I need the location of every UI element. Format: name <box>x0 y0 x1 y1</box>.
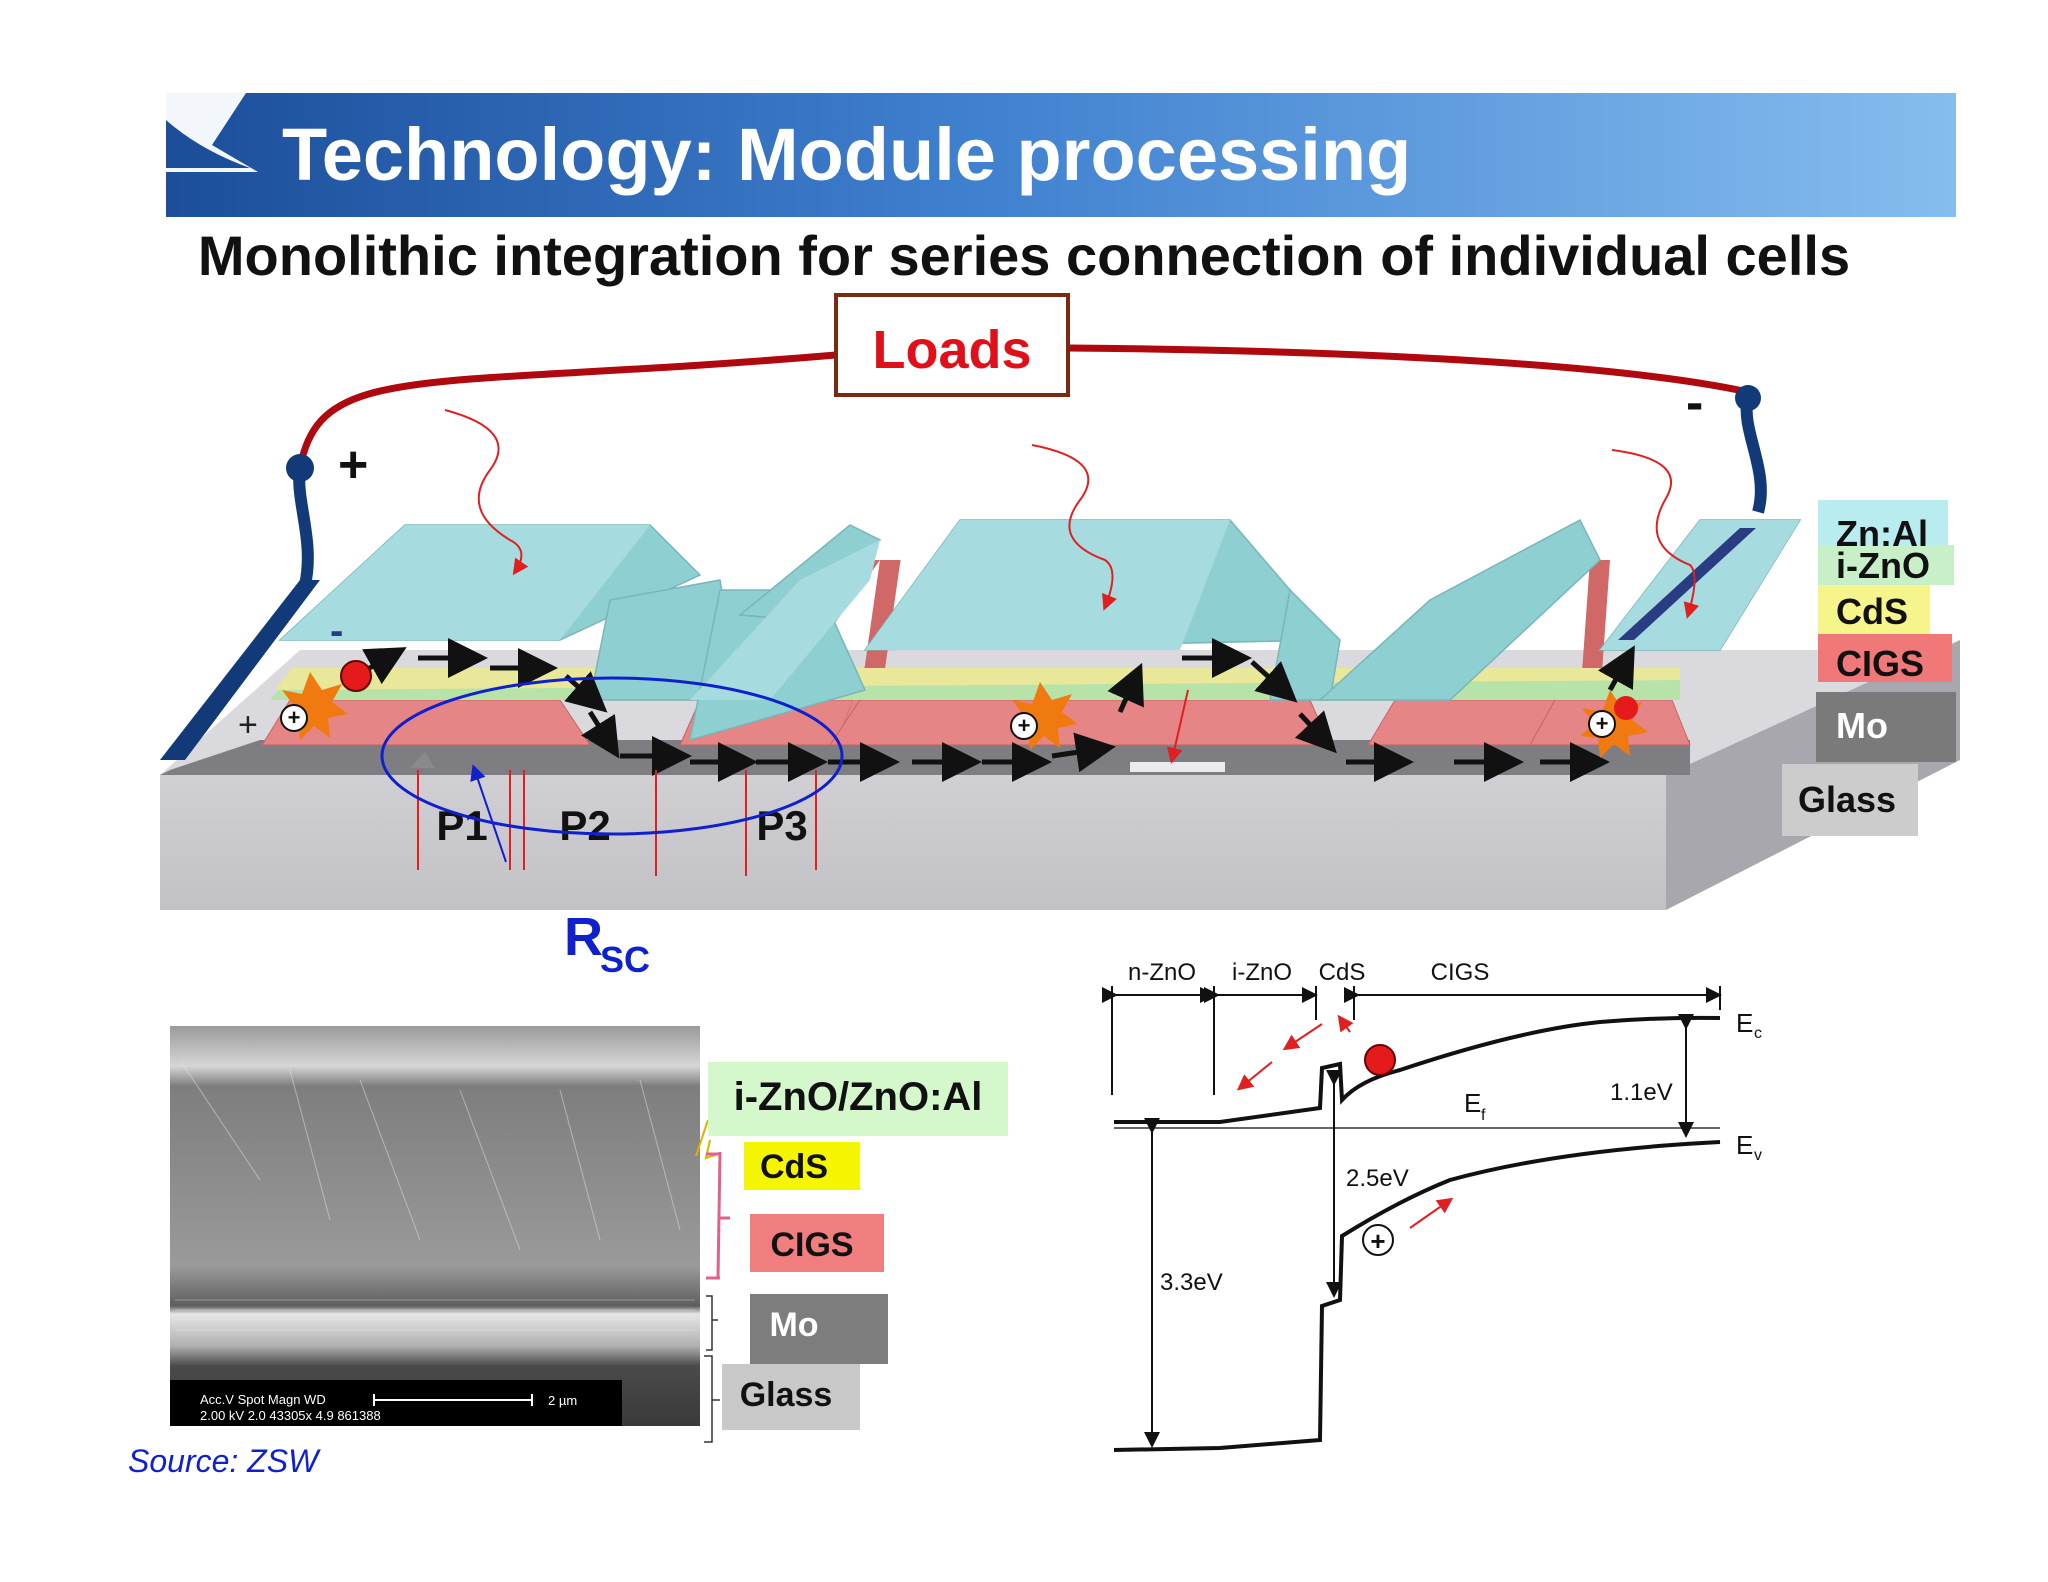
rsc-label: R <box>564 907 603 967</box>
band-region-n-zno: n-ZnO <box>1128 959 1196 986</box>
svg-text:+: + <box>288 705 301 730</box>
sem-info-line2: 2.00 kV 2.0 43305x 4.9 861388 <box>200 1408 381 1423</box>
svg-text:+: + <box>1370 1226 1385 1256</box>
load-circuit: Loads + - <box>286 293 1767 587</box>
page-subtitle: Monolithic integration for series connec… <box>198 224 1850 287</box>
sem-label-mo <box>750 1294 888 1364</box>
sem-scale-label: 2 µm <box>548 1393 577 1408</box>
sem-label-glass <box>722 1364 860 1430</box>
light-rays <box>444 409 1700 764</box>
sem-label-zno-text: i-ZnO/ZnO:Al <box>734 1075 983 1119</box>
minus-terminal <box>1735 385 1761 411</box>
load-box <box>834 293 1070 397</box>
gap-zno-label: 3.3eV <box>1160 1269 1223 1296</box>
legend-zno-al-label: Zn:Al <box>1836 513 1928 554</box>
zno-top-faces <box>280 520 1800 700</box>
hole-icon <box>1362 1224 1394 1256</box>
ef-label: E <box>1464 1088 1481 1118</box>
svg-text:+: + <box>1018 713 1031 738</box>
band-diagram: n-ZnO i-ZnO CdS CIGS 1.1eV 2.5eV 3.3eV E… <box>1102 959 1762 1452</box>
band-region-cds: CdS <box>1319 959 1366 986</box>
terminal-minus-sign: - <box>1686 374 1703 432</box>
ev-subscript: v <box>1754 1147 1762 1164</box>
sem-label-cds-text: CdS <box>760 1148 828 1186</box>
scribe-markers: P1 P2 P3 R SC <box>380 676 844 980</box>
sem-label-mo-text: Mo <box>769 1306 818 1344</box>
sem-micrograph: Acc.V Spot Magn WD 2.00 kV 2.0 43305x 4.… <box>170 1026 700 1426</box>
rsc-subscript: SC <box>600 939 650 980</box>
sem-label-glass-text: Glass <box>740 1376 833 1414</box>
conduction-band <box>1114 1015 1721 1124</box>
source-caption: Source: ZSW <box>128 1443 321 1479</box>
legend-mo <box>1816 692 1956 762</box>
legend-mo-label: Mo <box>1836 705 1888 746</box>
ef-subscript: f <box>1481 1107 1486 1124</box>
terminal-plus-sign: + <box>338 436 368 494</box>
scribe-p2-label: P2 <box>559 802 610 849</box>
legend-glass <box>1782 764 1918 836</box>
gap-cds-label: 2.5eV <box>1346 1165 1409 1192</box>
sem-info-line1: Acc.V Spot Magn WD <box>200 1392 326 1407</box>
header-bar: Technology: Module processing <box>166 93 1956 217</box>
valence-band <box>1113 1140 1721 1452</box>
sem-label-cds <box>744 1142 860 1190</box>
legend-cigs <box>1818 634 1952 682</box>
ec-label: E <box>1736 1008 1753 1038</box>
layer-legend: Zn:Al i-ZnO CdS CIGS Mo Glass <box>1782 500 1956 836</box>
svg-text:+: + <box>1596 711 1609 736</box>
band-region-cigs: CIGS <box>1431 959 1490 986</box>
sem-label-cigs-text: CIGS <box>770 1226 853 1264</box>
sem-label-cigs <box>750 1214 884 1272</box>
cell-minus-sign: - <box>330 609 343 653</box>
rsc-ellipse <box>380 676 844 836</box>
plus-terminal <box>286 454 314 482</box>
carrier-generation: + + + + - <box>238 609 1648 758</box>
ev-label: E <box>1736 1130 1753 1160</box>
legend-glass-label: Glass <box>1798 779 1896 820</box>
electron-icon <box>1614 696 1638 720</box>
gap-cigs-label: 1.1eV <box>1610 1079 1673 1106</box>
ec-subscript: c <box>1754 1025 1762 1042</box>
load-label: Loads <box>872 320 1031 380</box>
current-flow-arrows <box>362 638 1635 782</box>
photon-burst-icon <box>280 672 348 740</box>
legend-i-zno-label: i-ZnO <box>1836 545 1930 586</box>
legend-cigs-label: CIGS <box>1836 643 1924 684</box>
sem-label-zno <box>708 1062 1008 1136</box>
legend-cds-label: CdS <box>1836 591 1908 632</box>
band-region-i-zno: i-ZnO <box>1232 959 1292 986</box>
legend-cds <box>1818 585 1930 637</box>
sem-info-bar <box>170 1380 622 1426</box>
legend-i-zno <box>1818 545 1954 585</box>
module-cross-section <box>160 518 1960 910</box>
photon-burst-icon <box>1010 682 1078 750</box>
hole-icon <box>1010 712 1038 740</box>
page-title: Technology: Module processing <box>282 113 1411 196</box>
sem-layer-labels: i-ZnO/ZnO:Al CdS CIGS Mo Glass <box>695 1062 1008 1443</box>
hole-icon <box>280 704 308 732</box>
electron-icon <box>1364 1044 1396 1076</box>
legend-zno-al <box>1818 500 1948 550</box>
cell-plus-sign: + <box>238 706 258 744</box>
electron-icon <box>340 660 372 692</box>
hole-icon <box>1588 710 1616 738</box>
